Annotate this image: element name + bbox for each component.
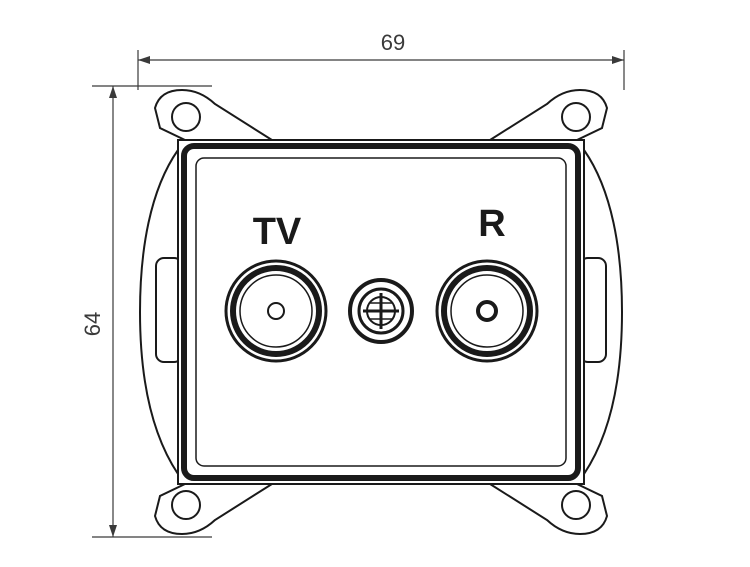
center-screw — [348, 278, 414, 344]
height-dimension: 64 — [80, 85, 212, 538]
width-dimension: 69 — [137, 30, 625, 90]
width-arrow-left — [138, 56, 150, 64]
width-arrow-right — [612, 56, 624, 64]
r-label: R — [478, 203, 505, 245]
tv-label: TV — [253, 211, 302, 253]
ear-bottom-left — [153, 483, 276, 536]
cover-inner-edge — [195, 157, 567, 467]
mounting-hole-bottom-right — [561, 490, 591, 520]
ear-top-left — [153, 88, 276, 141]
width-label: 69 — [381, 30, 405, 55]
height-arrow-bottom — [109, 525, 117, 537]
r-socket — [435, 259, 539, 363]
ear-bottom-right — [486, 483, 609, 536]
r-pin — [476, 300, 498, 322]
mounting-hole-top-right — [561, 102, 591, 132]
height-arrow-top — [109, 86, 117, 98]
mounting-base — [138, 88, 624, 536]
mounting-hole-bottom-left — [171, 490, 201, 520]
tv-socket — [224, 259, 328, 363]
mounting-hole-top-left — [171, 102, 201, 132]
height-label: 64 — [80, 312, 105, 336]
tv-pin-hole — [267, 302, 285, 320]
ear-top-right — [486, 88, 609, 141]
